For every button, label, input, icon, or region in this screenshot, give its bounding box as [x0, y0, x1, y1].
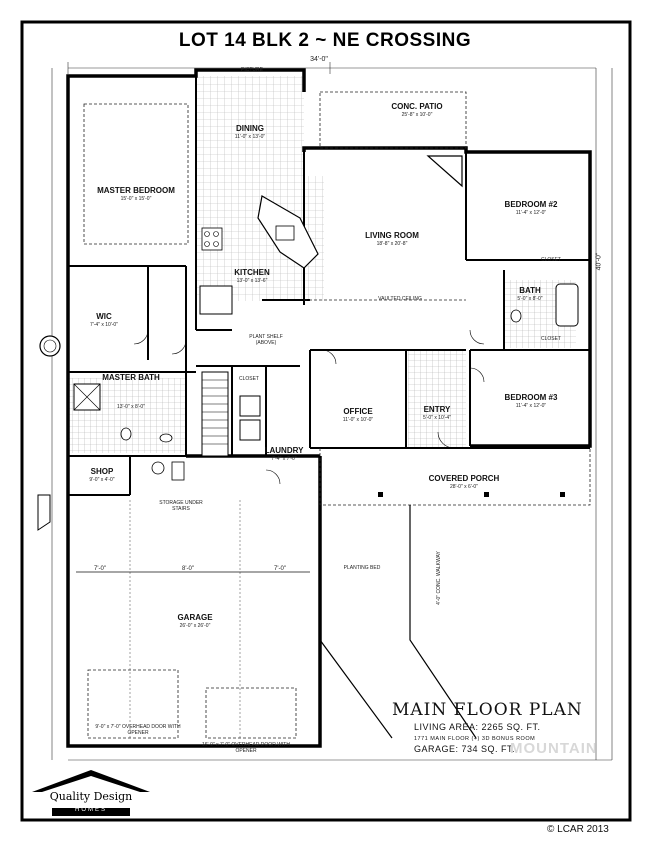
room-shop: SHOP — [90, 467, 114, 476]
toilet-master — [120, 427, 132, 441]
fireplace — [426, 155, 463, 188]
note-plant-shelf: PLANT SHELF (ABOVE) — [249, 334, 283, 346]
pantry — [199, 285, 233, 315]
dashed-outlines — [83, 91, 591, 739]
room-kitchen: KITCHEN — [234, 268, 270, 277]
walkway — [319, 505, 477, 739]
shop-sink — [151, 461, 165, 475]
note-closet-1: CLOSET — [540, 257, 561, 263]
watermark: MOUNTAIN — [510, 740, 598, 757]
room-dining: DINING — [236, 124, 264, 133]
logo-line2: HOMES — [74, 807, 107, 813]
room-covered-porch: COVERED PORCH — [428, 474, 500, 483]
interior-walls — [68, 76, 590, 496]
room-conc-patio: CONC. PATIO — [391, 102, 443, 111]
dim-garage-1: 7'-0" — [94, 566, 106, 572]
room-bedroom2: BEDROOM #2 — [504, 200, 558, 209]
room-laundry: LAUNDRY — [264, 446, 304, 455]
entry-tile — [408, 350, 466, 448]
note-closet-2: CLOSET — [540, 336, 561, 342]
kitchen-sink — [275, 225, 295, 241]
tub — [555, 283, 579, 327]
dim-garage-2: 8'-0" — [182, 566, 194, 572]
note-overhead-door-2: 16'-0" x 7'-0" OVERHEAD DOOR WITH OPENER — [202, 742, 290, 754]
dryer — [239, 419, 261, 441]
shop-cabinet — [171, 461, 185, 481]
garage-area: GARAGE: 734 SQ. FT. — [414, 744, 516, 754]
quality-design-logo: Quality Design HOMES — [30, 768, 152, 816]
house-roof-icon — [32, 770, 150, 816]
room-entry: ENTRY — [423, 405, 451, 414]
porch-posts — [378, 492, 565, 497]
room-bath: BATH — [519, 286, 541, 295]
room-wic: WIC — [96, 312, 112, 321]
room-office: OFFICE — [343, 407, 373, 416]
washer — [239, 395, 261, 417]
room-garage: GARAGE — [177, 613, 213, 622]
dim-top: 34'-0" — [310, 56, 328, 63]
room-living: LIVING ROOM — [365, 231, 419, 240]
main-floor-plan-heading: MAIN FLOOR PLAN — [392, 700, 583, 720]
area-breakdown: 1771 MAIN FLOOR (+) 3D BONUS ROOM — [414, 736, 536, 742]
note-picture: PICTURE — [241, 67, 263, 73]
room-master-bedroom: MASTER BEDROOM — [97, 186, 175, 195]
room-master-bath: MASTER BATH — [102, 373, 160, 382]
page-border — [20, 20, 632, 822]
note-vaulted: VAULTED CEILING — [378, 296, 422, 302]
dining-tile — [196, 76, 304, 176]
range — [201, 227, 223, 251]
room-bedroom3: BEDROOM #3 — [504, 393, 558, 402]
note-storage-stairs: STORAGE UNDER STAIRS — [159, 500, 203, 512]
note-overhead-door-1: 9'-0" x 7'-0" OVERHEAD DOOR WITH OPENER — [95, 724, 181, 736]
side-door — [37, 494, 51, 531]
note-closet-3: CLOSET — [238, 376, 259, 382]
ac-unit — [39, 335, 61, 357]
living-area: LIVING AREA: 2265 SQ. FT. — [414, 722, 541, 732]
copyright: © LCAR 2013 — [547, 824, 609, 835]
master-sink — [159, 433, 173, 443]
dimension-lines — [51, 62, 613, 761]
dim-right: 40'-0" — [595, 252, 603, 271]
dim-garage-3: 7'-0" — [274, 566, 286, 572]
door-swings — [133, 329, 485, 485]
toilet-bath — [510, 309, 522, 323]
stairs — [201, 371, 229, 457]
note-walkway: 4'-0" CONC. WALKWAY — [436, 551, 442, 605]
page-title: LOT 14 BLK 2 ~ NE CROSSING — [178, 30, 472, 51]
note-planting-bed: PLANTING BED — [343, 565, 381, 571]
logo-line1: Quality Design — [49, 790, 133, 803]
